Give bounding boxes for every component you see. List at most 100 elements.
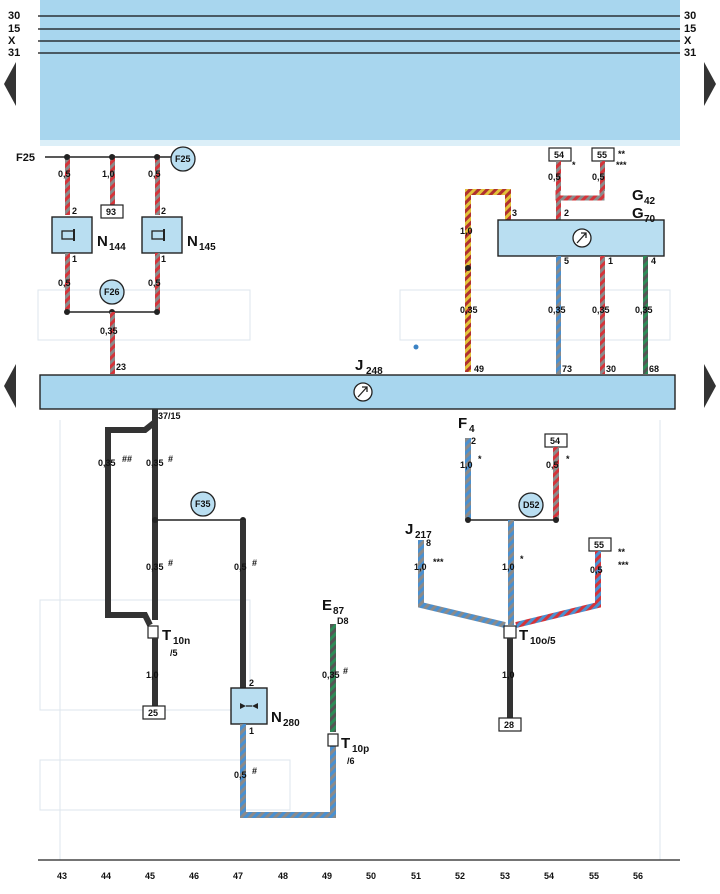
- bus-label-31-right: 31: [684, 47, 696, 59]
- wire-label: 0,35: [98, 458, 116, 468]
- wire-label: #: [252, 766, 257, 776]
- component-g42-sub: 42: [644, 196, 656, 207]
- fuse-f35-circle: [190, 491, 216, 517]
- wire-label: 0,5: [148, 169, 161, 179]
- bottom-scale: 43 44 45 46 47 48 49 50 51 52 53 54 55 5…: [57, 871, 643, 881]
- fuse-f35-label: F35: [195, 499, 211, 509]
- top-band: [40, 0, 680, 146]
- bus-label-31-left: 31: [8, 47, 20, 59]
- scale-label: 45: [145, 871, 155, 881]
- wire-23: [110, 312, 115, 374]
- scale-label: 43: [57, 871, 67, 881]
- wire-t10n-loop: [105, 409, 158, 627]
- pin-label: 68: [649, 364, 659, 374]
- scale-label: 49: [322, 871, 332, 881]
- component-j248-label: J: [355, 357, 363, 374]
- bus-label-15-left: 15: [8, 23, 20, 35]
- component-n280-label: N: [271, 709, 282, 726]
- fuse-d52-circle: [518, 492, 544, 518]
- next-page-arrow-icon-2[interactable]: [704, 364, 716, 408]
- wire-label: 0,5: [58, 169, 71, 179]
- wire-label: 1,0: [146, 670, 159, 680]
- wire-label: 0,35: [460, 305, 478, 315]
- component-n144-label: N: [97, 233, 108, 250]
- terminal-box-28-label: 28: [504, 720, 514, 730]
- wire-label: 0,35: [100, 326, 118, 336]
- pin-label: 3: [512, 208, 517, 218]
- scale-label: 54: [544, 871, 554, 881]
- connector-t10p-icon: [327, 733, 339, 747]
- wire-label: 0,5: [548, 172, 561, 182]
- footnote-mark: *: [566, 454, 570, 464]
- footnote-mark: **: [618, 149, 626, 159]
- valve-icon: [240, 703, 258, 709]
- wire-label: 0,5: [148, 278, 161, 288]
- prev-page-arrow-icon-2[interactable]: [4, 364, 16, 408]
- scale-label: 53: [500, 871, 510, 881]
- valve-n145: [141, 216, 183, 254]
- scale-label: 52: [455, 871, 465, 881]
- wire-n145-in: [155, 155, 160, 215]
- wire-label: 0,5: [546, 460, 559, 470]
- wire-n145-out: [155, 253, 160, 311]
- wire-label: 0,5: [592, 172, 605, 182]
- pin-label: 1: [72, 254, 77, 264]
- wire-n280-out: [240, 724, 336, 818]
- connector-t10o-icon: [503, 625, 517, 639]
- component-g70-sub: 70: [644, 214, 656, 225]
- component-n144-sub: 144: [109, 242, 126, 253]
- scale-label: 46: [189, 871, 199, 881]
- pin-label: 2: [72, 206, 77, 216]
- wire-n144-in: [65, 155, 70, 215]
- pin-label: 1: [608, 256, 613, 266]
- terminal-box-25-label: 25: [148, 708, 158, 718]
- terminal-box-28: [498, 717, 522, 732]
- footnote-mark: *: [572, 160, 576, 170]
- scale-label: 56: [633, 871, 643, 881]
- next-page-arrow-icon[interactable]: [704, 62, 716, 106]
- wire-55-b: [515, 551, 601, 628]
- scale-label: 50: [366, 871, 376, 881]
- component-n145-sub: 145: [199, 242, 216, 253]
- pin-label: 1: [249, 726, 254, 736]
- connector-t10o-sub: 10o/5: [530, 636, 556, 647]
- wire-54: [556, 161, 561, 191]
- wire-label: 1,0: [502, 562, 515, 572]
- wire-e87: [330, 624, 336, 732]
- wire-label: #: [168, 558, 173, 568]
- footnote-mark: ***: [618, 560, 629, 570]
- footnote-mark: ***: [433, 557, 444, 567]
- component-j248-sub: 248: [366, 366, 383, 377]
- connector-t10p-sub: 10p: [352, 744, 369, 755]
- prev-page-arrow-icon[interactable]: [4, 62, 16, 106]
- connector-t10p-pin: /6: [347, 756, 355, 766]
- connector-t10o-label: T: [519, 627, 528, 644]
- bus-label-x-left: X: [8, 35, 16, 47]
- terminal-box-93-label: 93: [106, 207, 116, 217]
- component-f4-label: F: [458, 415, 467, 432]
- pin-label: 23: [116, 362, 126, 372]
- wire-93: [110, 155, 115, 205]
- terminal-box-54-b-label: 54: [550, 436, 560, 446]
- component-n145-label: N: [187, 233, 198, 250]
- wire-label: 1,0: [502, 670, 515, 680]
- wire-label: 1,0: [102, 169, 115, 179]
- bus-label-x-right: X: [684, 35, 692, 47]
- wire-49: [465, 189, 511, 372]
- wire-label: 0,5: [58, 278, 71, 288]
- wire-55: [600, 161, 605, 191]
- component-f4-sub: 4: [469, 424, 475, 435]
- footnote-mark: *: [478, 454, 482, 464]
- connector-t10n-sub: 10n: [173, 636, 190, 647]
- pin-label: 4: [651, 256, 656, 266]
- terminal-box-55-b-label: 55: [594, 540, 604, 550]
- wire-28: [507, 638, 513, 718]
- scale-label: 47: [233, 871, 243, 881]
- terminal-box-55-label: 55: [597, 150, 607, 160]
- wire-label: 0,35: [322, 670, 340, 680]
- fuse-f25-label: F25: [16, 152, 35, 164]
- pin-label: 5: [564, 256, 569, 266]
- wire-label: ##: [122, 454, 132, 464]
- scale-label: 48: [278, 871, 288, 881]
- wire-label: 0,5: [590, 565, 603, 575]
